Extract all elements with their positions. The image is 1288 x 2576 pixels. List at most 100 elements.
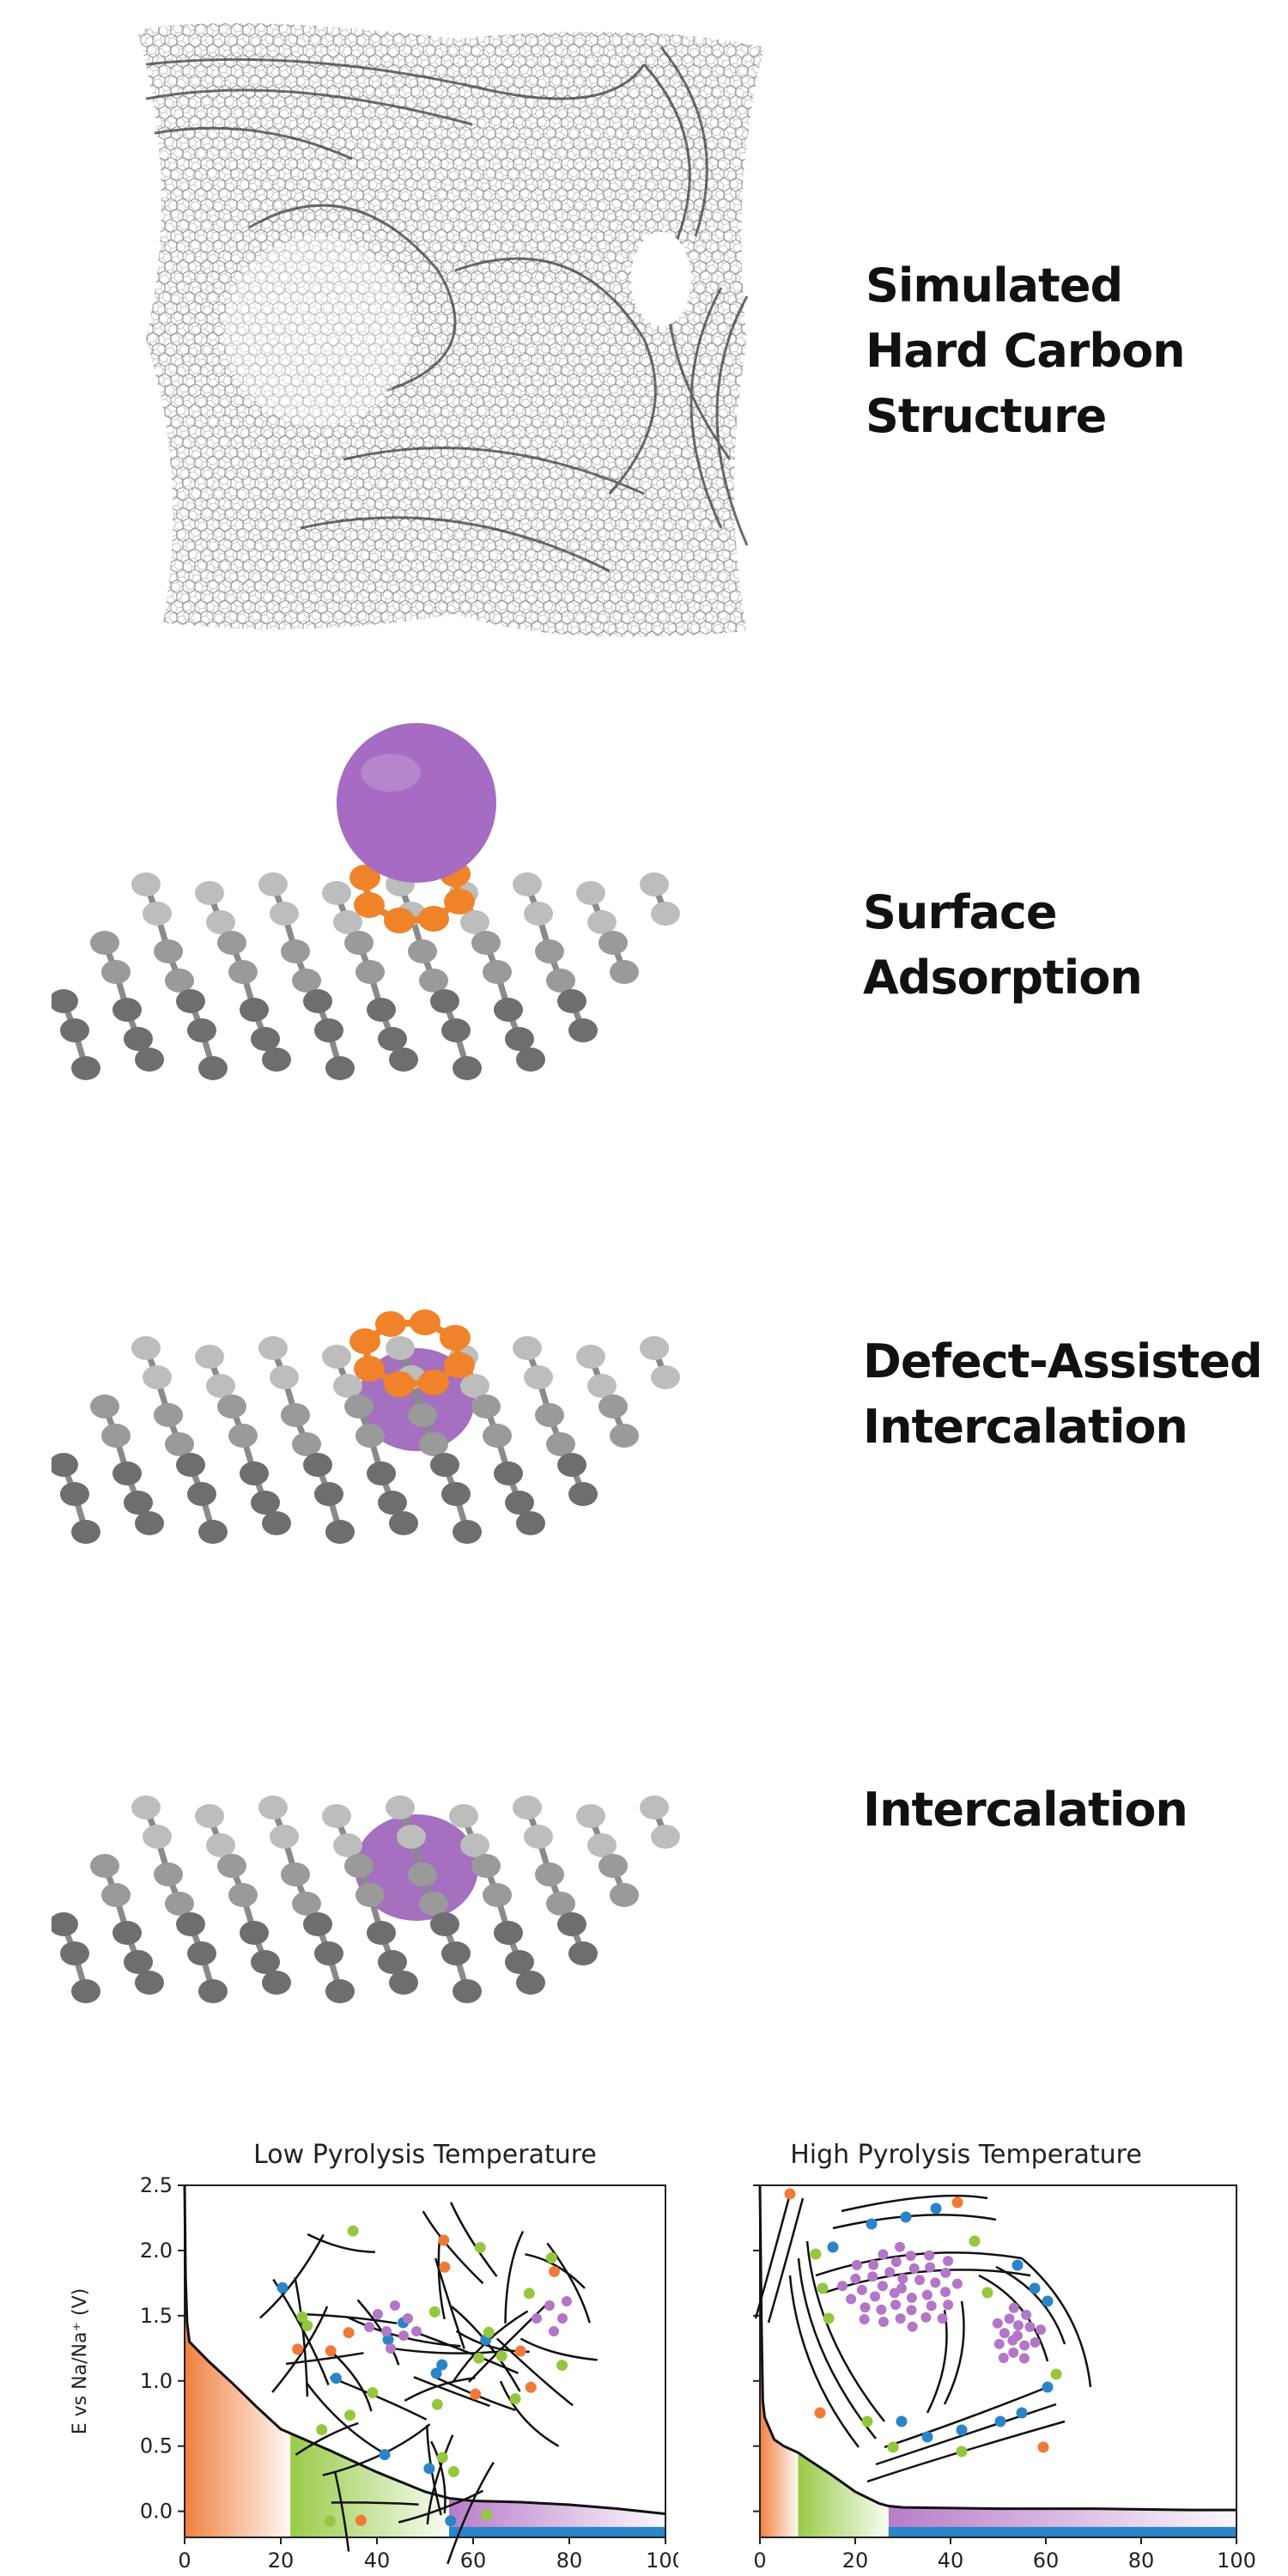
carbon-atom — [195, 881, 224, 905]
graphene-layer — [546, 2242, 592, 2324]
sodium-site — [890, 2257, 902, 2268]
carbon-atom — [516, 1511, 545, 1535]
carbon-atom — [60, 1018, 89, 1042]
graphene-layer — [285, 2352, 364, 2366]
carbon-atom — [322, 1804, 351, 1828]
sodium-site — [921, 2431, 933, 2443]
sodium-site — [868, 2259, 879, 2270]
carbon-atom — [228, 1883, 258, 1907]
sodium-site — [525, 2381, 537, 2393]
sodium-site — [1037, 2441, 1049, 2453]
carbon-atom — [355, 960, 385, 984]
sodium-site — [276, 2281, 289, 2293]
sodium-site — [846, 2293, 857, 2305]
sodium-site — [878, 2249, 889, 2260]
sodium-site — [908, 2263, 920, 2274]
carbon-atom — [198, 1520, 228, 1544]
panel-label-intercalation: Intercalation — [863, 1783, 1188, 1837]
carbon-atom — [206, 910, 235, 934]
y-axis-label: E vs Na/Na⁺ (V) — [70, 2288, 91, 2434]
y-tick-label: 0.5 — [140, 2434, 173, 2458]
sodium-site — [951, 2278, 963, 2289]
carbon-atom — [60, 1941, 89, 1965]
sodium-site — [907, 2321, 918, 2332]
sodium-site — [999, 2328, 1010, 2339]
sodium-site — [906, 2305, 917, 2316]
carbon-atom — [322, 1345, 351, 1369]
graphene-layer — [875, 2403, 1057, 2466]
sodium-site — [1004, 2313, 1015, 2324]
carbon-atom — [640, 1336, 669, 1360]
sodium-site — [1042, 2381, 1054, 2393]
graphene-layer — [413, 2376, 490, 2408]
carbon-atom — [494, 1461, 523, 1485]
sodium-site — [897, 2273, 908, 2284]
carbon-atom — [494, 998, 523, 1022]
carbon-atom — [176, 1453, 205, 1477]
carbon-atom — [598, 1854, 628, 1878]
intercalation-image — [52, 1795, 680, 2003]
carbon-atom — [546, 969, 575, 993]
graphene-layer — [306, 2382, 387, 2456]
sodium-site — [943, 2256, 954, 2267]
sodium-site — [1012, 2259, 1024, 2271]
x-tick-label: 100 — [646, 2549, 678, 2573]
graphene-layer — [331, 2501, 419, 2506]
defect-assisted-intercalation-image — [52, 1309, 680, 1544]
carbon-atom — [314, 1018, 343, 1042]
sodium-site — [1042, 2295, 1054, 2307]
defect-atom — [418, 1370, 449, 1395]
sodium-site — [1024, 2321, 1036, 2332]
carbon-atom — [135, 1048, 164, 1072]
sodium-site — [940, 2267, 951, 2278]
carbon-atom — [281, 1403, 310, 1427]
defect-atom — [375, 1311, 406, 1337]
carbon-atom — [228, 1424, 258, 1448]
surface-adsorption-image — [52, 723, 680, 1080]
sodium-site — [814, 2407, 826, 2419]
carbon-atom — [408, 1862, 437, 1886]
sodium-site — [895, 2313, 906, 2324]
carbon-atom — [378, 1027, 407, 1051]
carbon-atom — [325, 1520, 355, 1544]
sodium-site — [837, 2281, 848, 2292]
panel-label-surface-adsorption: Surface Adsorption — [863, 885, 1143, 1005]
sodium-site — [920, 2312, 932, 2323]
carbon-atom — [101, 1424, 131, 1448]
carbon-atom — [516, 1048, 545, 1072]
sodium-site — [905, 2251, 916, 2262]
carbon-atom — [52, 1453, 78, 1477]
sodium-site — [900, 2211, 912, 2223]
carbon-atom — [419, 1892, 448, 1916]
carbon-atom — [389, 1511, 418, 1535]
x-tick-label: 40 — [938, 2549, 964, 2573]
carbon-atom — [505, 1027, 534, 1051]
carbon-atom — [90, 1394, 119, 1419]
sodium-site — [355, 2514, 367, 2526]
carbon-atom — [112, 998, 142, 1022]
sodium-site — [523, 2287, 535, 2300]
sodium-site — [1012, 2320, 1024, 2331]
carbon-atom — [333, 1833, 362, 1857]
carbon-atom — [131, 1795, 161, 1820]
carbon-atom — [344, 1854, 374, 1878]
defect-atom — [384, 1371, 415, 1397]
carbon-atom — [292, 969, 321, 993]
carbon-atom — [535, 1862, 564, 1886]
sodium-site — [325, 2345, 337, 2357]
sodium-site — [481, 2509, 493, 2521]
carbon-atom — [71, 1520, 100, 1544]
carbon-atom — [165, 1432, 194, 1456]
carbon-atom — [557, 1453, 586, 1477]
sodium-site — [549, 2326, 559, 2336]
carbon-atom — [513, 1795, 542, 1820]
carbon-atom — [143, 1365, 172, 1389]
defect-atom — [444, 889, 475, 914]
carbon-atom — [333, 910, 362, 934]
carbon-atom — [483, 1883, 512, 1907]
sodium-site — [921, 2289, 933, 2300]
carbon-atom — [262, 1048, 291, 1072]
graphene-layer — [294, 2277, 309, 2397]
carbon-atom — [513, 1336, 542, 1360]
carbon-atom — [610, 1424, 639, 1448]
